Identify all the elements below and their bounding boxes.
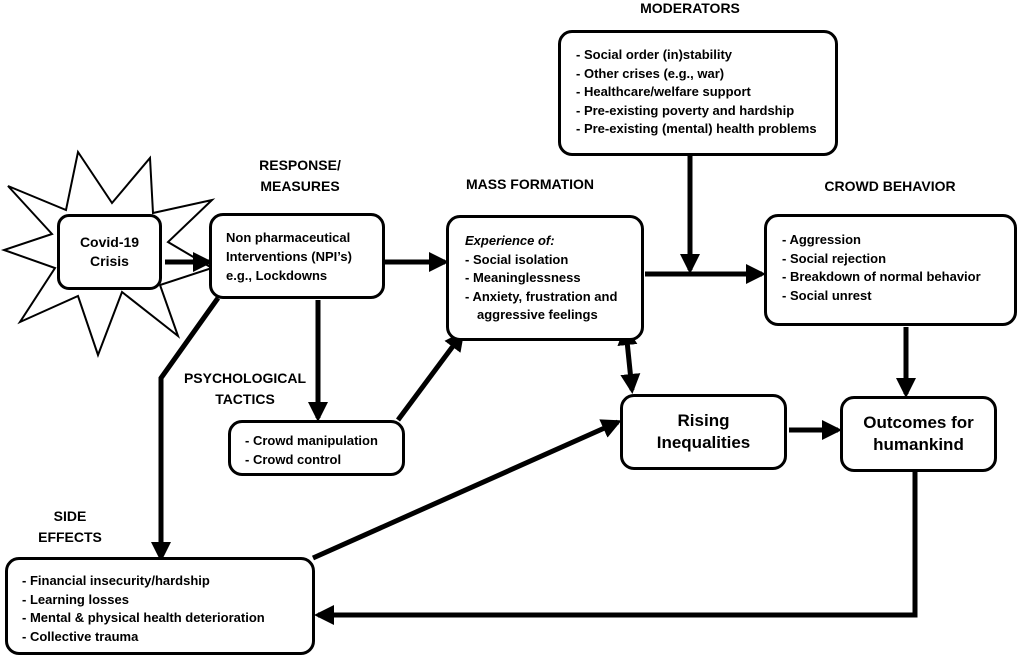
side-effects-box: Financial insecurity/hardshipLearning lo… (5, 557, 315, 655)
npi-line-3: e.g., Lockdowns (226, 268, 328, 283)
moderators-list: Social order (in)stabilityOther crises (… (576, 46, 827, 139)
npi-line-1: Non pharmaceutical (226, 230, 351, 245)
crowd-behavior-item: Social rejection (782, 250, 1008, 269)
rising-line-1: Rising (677, 411, 730, 430)
heading-side-line-1: SIDE (53, 508, 87, 524)
covid-line-1: Covid-19 (79, 234, 140, 250)
tactic-item: Crowd manipulation (245, 432, 396, 451)
npi-box: Non pharmaceutical Interventions (NPI’s)… (209, 213, 385, 299)
arrow-outcomes-to-side-effects (314, 472, 918, 625)
heading-mass-formation: MASS FORMATION (465, 176, 595, 192)
mass-formation-box: Experience of: Social isolationMeaningle… (446, 215, 644, 341)
heading-response-line-1: RESPONSE/ (259, 157, 341, 173)
crowd-behavior-list: AggressionSocial rejectionBreakdown of n… (782, 231, 1008, 305)
mass-formation-item: Meaninglessness (465, 269, 635, 288)
heading-tactics-line-1: PSYCHOLOGICAL (183, 370, 307, 386)
moderator-item: Pre-existing (mental) health problems (576, 120, 827, 139)
rising-inequalities-box: Rising Inequalities (620, 394, 787, 470)
rising-line-2: Inequalities (656, 433, 751, 452)
mass-formation-continuation: aggressive feelings (477, 307, 598, 322)
heading-response-line-2: MEASURES (260, 178, 340, 194)
moderators-box: Social order (in)stabilityOther crises (… (558, 30, 838, 156)
npi-line-2: Interventions (NPI’s) (226, 249, 352, 264)
arrow-side-to-inequalities (311, 419, 622, 561)
covid-crisis-box: Covid-19 Crisis (57, 214, 162, 290)
outcomes-line-2: humankind (873, 435, 964, 454)
heading-psychological-tactics: PSYCHOLOGICAL TACTICS (180, 368, 310, 410)
crowd-behavior-item: Social unrest (782, 287, 1008, 306)
heading-side-effects: SIDE EFFECTS (30, 506, 110, 548)
moderator-item: Social order (in)stability (576, 46, 827, 65)
outcomes-box: Outcomes for humankind (840, 396, 997, 472)
heading-side-line-2: EFFECTS (38, 529, 102, 545)
crowd-behavior-box: AggressionSocial rejectionBreakdown of n… (764, 214, 1017, 326)
moderator-item: Other crises (e.g., war) (576, 65, 827, 84)
covid-line-2: Crisis (90, 253, 129, 269)
mass-formation-item: Anxiety, frustration and (465, 288, 635, 307)
heading-crowd-behavior: CROWD BEHAVIOR (824, 178, 956, 194)
outcomes-line-1: Outcomes for (863, 413, 974, 432)
arrow-tactics-to-mass (395, 330, 465, 422)
moderator-item: Healthcare/welfare support (576, 83, 827, 102)
side-effect-item: Financial insecurity/hardship (22, 572, 306, 591)
tactics-list: Crowd manipulationCrowd control (245, 432, 396, 469)
crowd-behavior-item: Breakdown of normal behavior (782, 268, 1008, 287)
mass-formation-item: Social isolation (465, 251, 635, 270)
side-effect-item: Learning losses (22, 591, 306, 610)
heading-response-measures: RESPONSE/ MEASURES (230, 155, 370, 197)
heading-moderators: MODERATORS (640, 0, 740, 16)
crowd-behavior-item: Aggression (782, 231, 1008, 250)
moderator-item: Pre-existing poverty and hardship (576, 102, 827, 121)
arrow-npi-to-side-effects (151, 296, 221, 562)
mass-formation-list: Social isolationMeaninglessnessAnxiety, … (465, 251, 635, 307)
arrow-mass-inequalities-bidirectional (617, 325, 641, 394)
side-effect-item: Collective trauma (22, 628, 306, 647)
side-effect-item: Mental & physical health deterioration (22, 609, 306, 628)
heading-tactics-line-2: TACTICS (215, 391, 275, 407)
tactic-item: Crowd control (245, 451, 396, 470)
side-effects-list: Financial insecurity/hardshipLearning lo… (22, 572, 306, 646)
experience-of-label: Experience of: (465, 233, 555, 248)
tactics-box: Crowd manipulationCrowd control (228, 420, 405, 476)
